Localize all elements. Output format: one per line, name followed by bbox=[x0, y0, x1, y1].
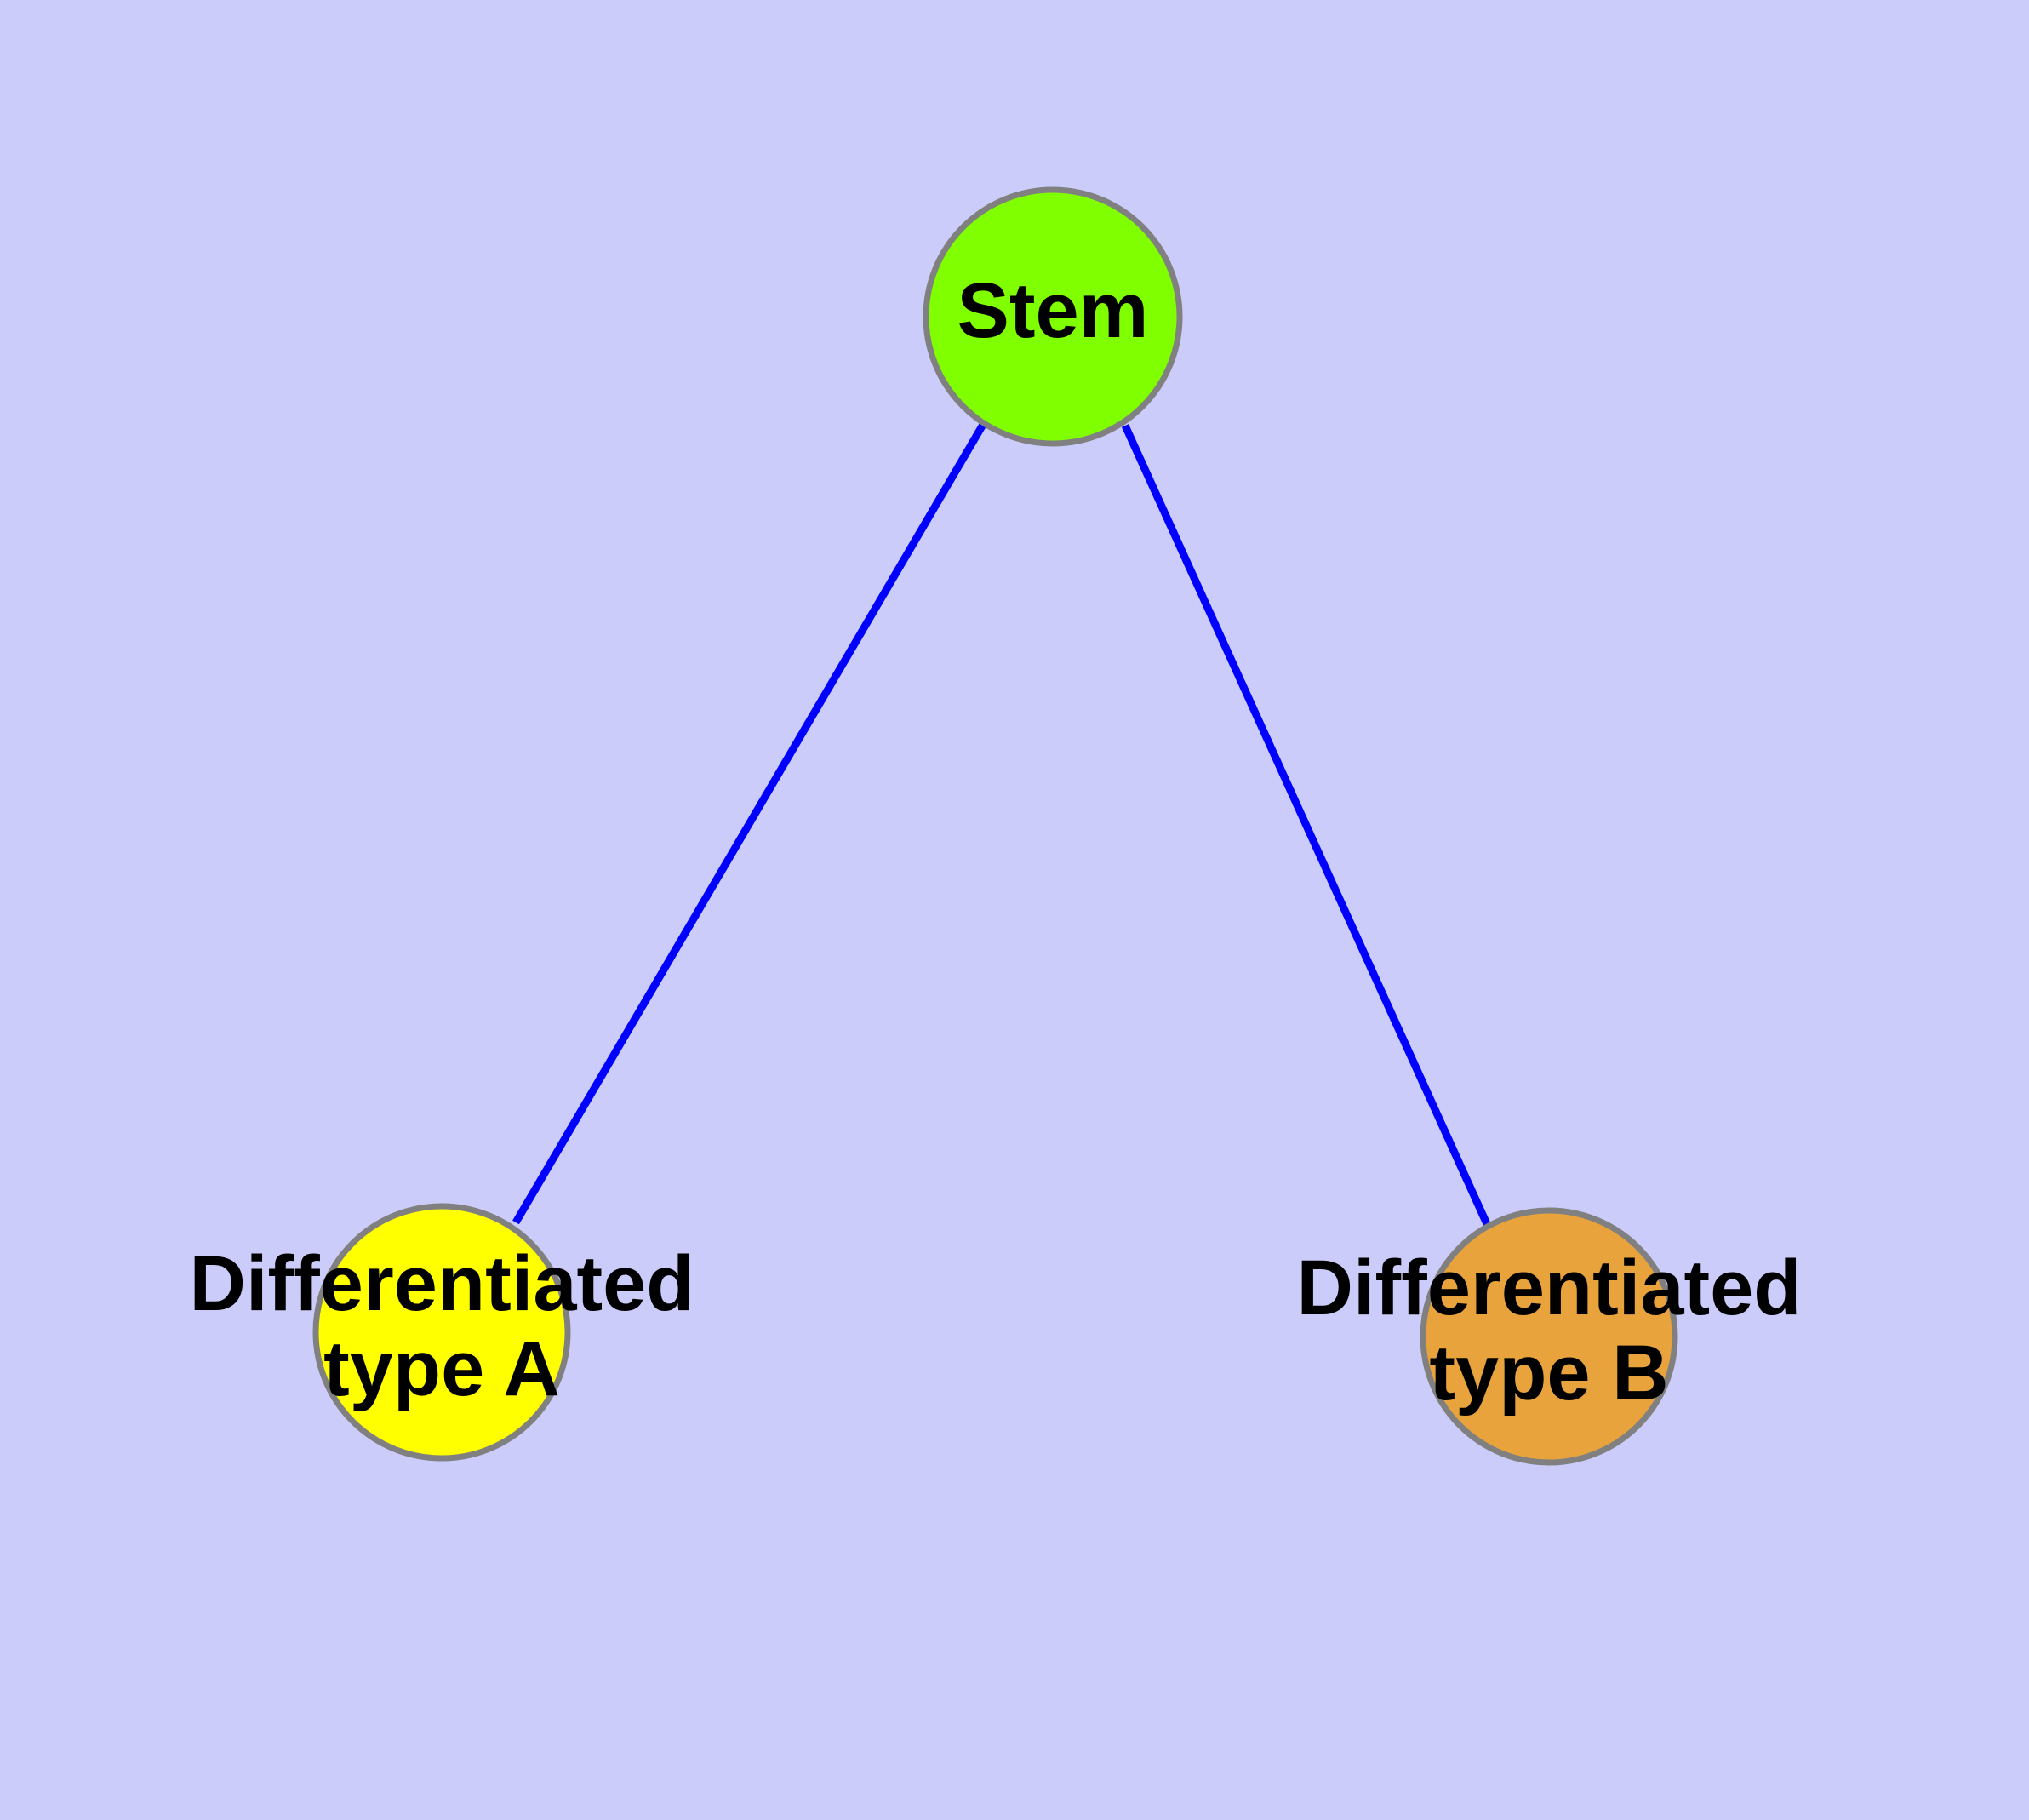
node-stem[interactable] bbox=[923, 186, 1183, 447]
node-label-line: type A bbox=[323, 1325, 560, 1412]
edge-stem-to-a[interactable] bbox=[512, 421, 987, 1225]
nodes-layer bbox=[312, 186, 1678, 1466]
node-label-line: Differentiated bbox=[1297, 1245, 1802, 1331]
node-label-line: Differentiated bbox=[190, 1240, 694, 1327]
node-diff_a[interactable] bbox=[312, 1203, 571, 1462]
edges-layer bbox=[512, 421, 1492, 1228]
node-diff_b[interactable] bbox=[1420, 1207, 1678, 1466]
node-label-stem: Stem bbox=[957, 267, 1149, 354]
edge-stem-to-b[interactable] bbox=[1121, 424, 1492, 1228]
node-label-line: type B bbox=[1429, 1330, 1668, 1417]
node-label-line: Stem bbox=[957, 267, 1149, 354]
